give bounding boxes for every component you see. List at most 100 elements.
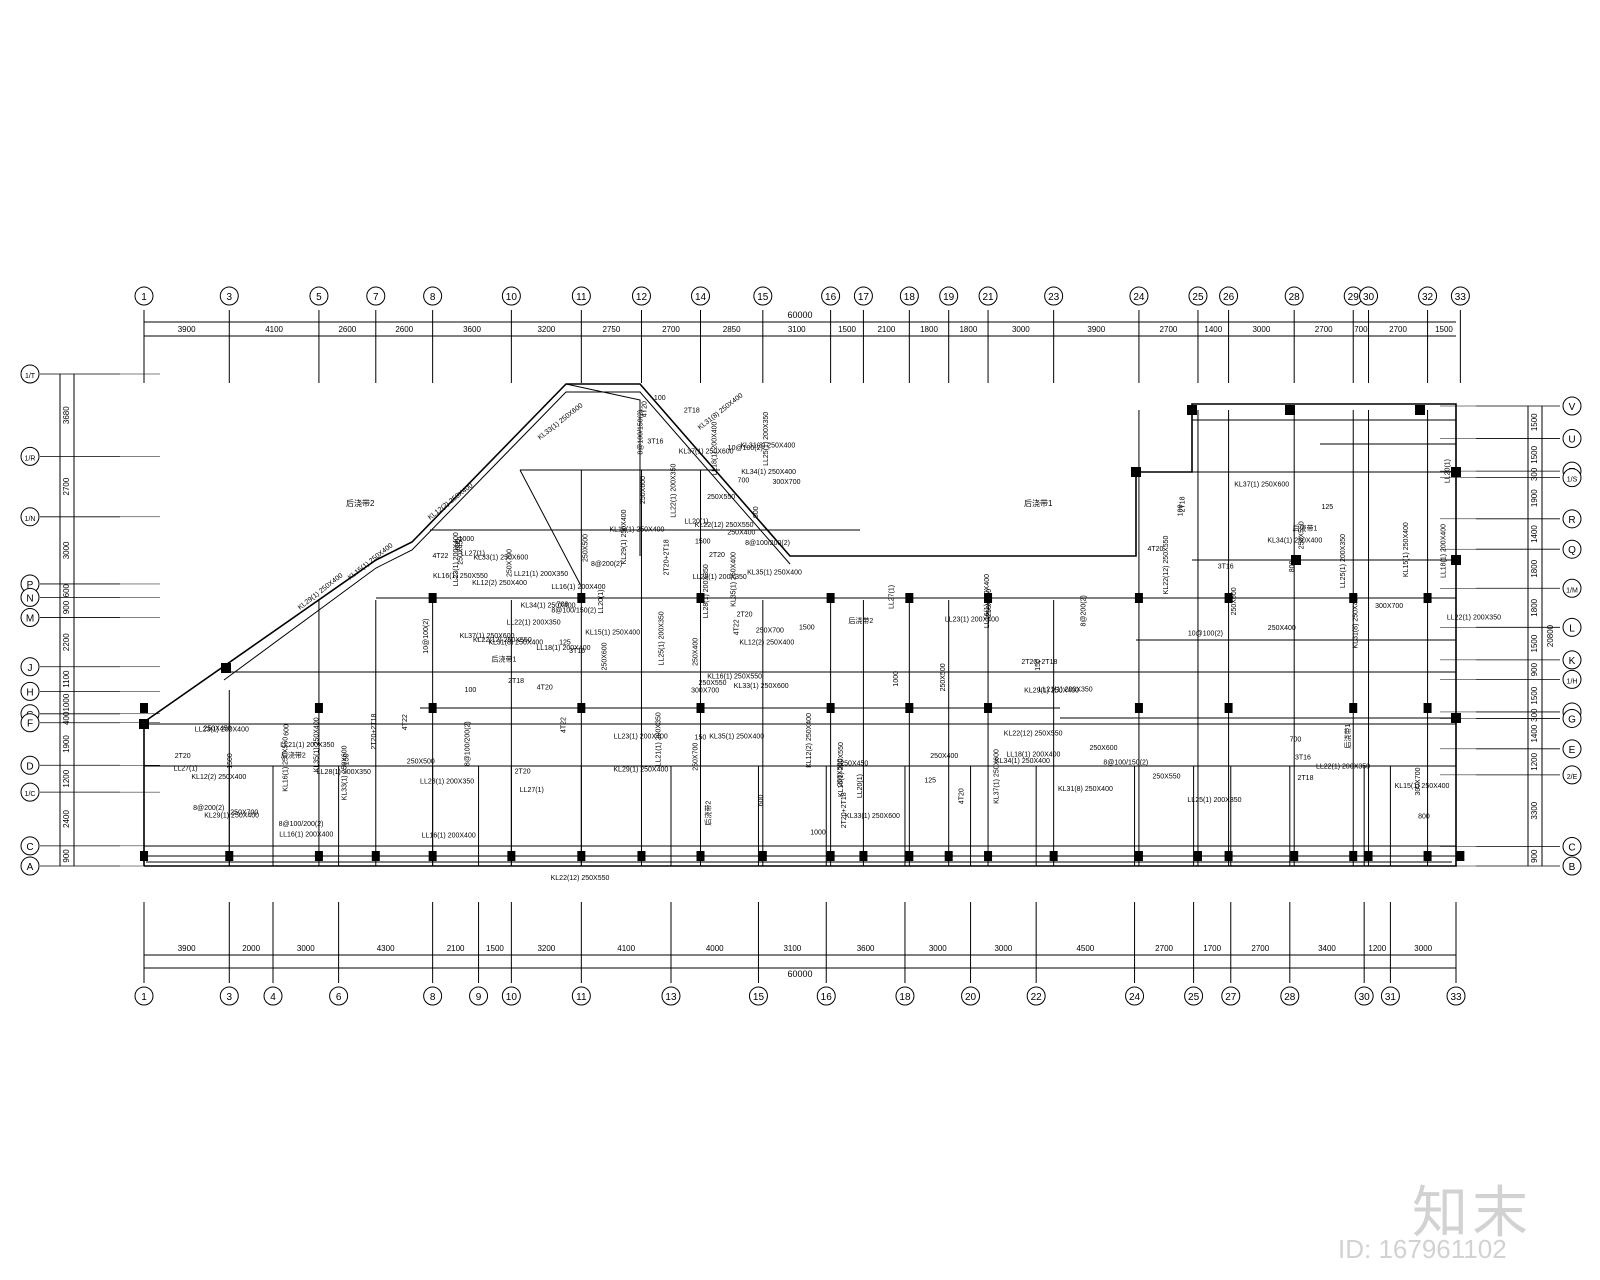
right-dim-label: 1900 [1530, 489, 1539, 507]
left-axis-bubble-N-label: N [26, 593, 33, 604]
bottom-axis-bubble-11 [571, 986, 591, 1006]
watermark-id: ID: 167961102 [1338, 1234, 1507, 1264]
roof-beam-label: KL12(2) 250X400 [427, 482, 475, 521]
beam-annotation: LL20(1) [857, 774, 864, 798]
right-total-dim: 20800 [1546, 624, 1555, 647]
right-dim-label: 1800 [1530, 598, 1539, 616]
right-dim-label: 1500 [1530, 445, 1539, 463]
right-axis-bubble-V-label: V [1569, 402, 1576, 413]
beam-annotation: 125 [924, 778, 936, 785]
right-axis-bubble-E [1562, 739, 1582, 759]
beam-annotation: 8@200(2) [1080, 595, 1087, 626]
left-axis-bubble-1/T [20, 364, 40, 384]
top-axis-bubble-17 [853, 286, 873, 306]
beam-annotation: KL37(1) 250X600 [460, 633, 515, 640]
beam-annotation: 250X450 [203, 725, 231, 732]
left-axis-bubble-J [20, 657, 40, 677]
beam-annotation: 125 [1321, 504, 1333, 511]
top-axis-bubble-15-label: 15 [757, 292, 769, 303]
top-dim-label: 3100 [788, 325, 806, 334]
top-axis-bubble-21 [978, 286, 998, 306]
beam-annotation: 250X550 [707, 494, 735, 501]
beam-annotation: 300X700 [1415, 767, 1422, 795]
column [1134, 703, 1143, 713]
beam-annotation: 300X700 [772, 479, 800, 486]
right-dim-label: 1500 [1530, 634, 1539, 652]
column [1456, 851, 1465, 861]
beam-annotation: 2T20 [515, 768, 531, 775]
bottom-axis-bubble-30-label: 30 [1359, 992, 1371, 1003]
beam-annotation: 8@200(2) [591, 561, 622, 568]
right-dim-label: 1200 [1530, 752, 1539, 770]
column [1423, 851, 1432, 861]
top-axis-bubble-18 [899, 286, 919, 306]
top-axis-bubble-11-label: 11 [576, 292, 587, 303]
top-dim-label: 2700 [1160, 325, 1178, 334]
top-dim-label: 3900 [178, 325, 196, 334]
bottom-axis-bubble-27 [1221, 986, 1241, 1006]
beam-annotation: KL22(12) 250X550 [1004, 731, 1063, 738]
right-axis-bubble-B [1562, 856, 1582, 876]
bottom-dim-label: 4500 [1076, 944, 1094, 953]
top-axis-bubble-16 [821, 286, 841, 306]
beam-annotation: 4T20 [1147, 546, 1163, 553]
left-axis-bubble-1/R [20, 446, 40, 466]
beam-annotation: 250X500 [583, 534, 590, 562]
right-axis-bubble-1/H-label: 1/H [1567, 678, 1578, 685]
bottom-axis-bubble-13-label: 13 [665, 992, 677, 1003]
bottom-axis-bubble-33-label: 33 [1450, 992, 1462, 1003]
beam-annotation: 1000 [810, 829, 826, 836]
left-axis-bubble-M [20, 608, 40, 628]
beam-annotation: 250X500 [837, 758, 844, 786]
roof-beam-label: KL33(1) 250X600 [537, 402, 585, 441]
bottom-dim-label: 4100 [617, 944, 635, 953]
beam-annotation: 250X700 [692, 743, 699, 771]
right-dim-label: 900 [1530, 662, 1539, 676]
top-axis-bubble-28-label: 28 [1289, 292, 1301, 303]
beam-annotation: 10@100(2) [423, 619, 430, 654]
axis-grid [120, 373, 1476, 867]
beam-annotation: 2T20 [737, 611, 753, 618]
beam-annotation: 800 [1289, 560, 1296, 572]
top-dim-label: 2750 [603, 325, 621, 334]
column [140, 703, 148, 713]
beam-annotation: KL16(1) 250X550 [838, 742, 845, 797]
column [507, 851, 516, 861]
bottom-axis-bubble-22-label: 22 [1031, 992, 1043, 1003]
column [1451, 713, 1461, 723]
bottom-dim-label: 3000 [929, 944, 947, 953]
column [1451, 555, 1461, 565]
beam-annotation: 250X700 [756, 628, 784, 635]
dimension-lines [40, 310, 1560, 983]
bottom-axis-bubble-1-label: 1 [141, 992, 147, 1003]
beam-annotation: 8@200(2) [193, 805, 224, 812]
beam-annotation: LL25(1) 200X350 [1187, 797, 1241, 804]
top-axis-bubble-7 [366, 286, 386, 306]
left-dim-label: 2400 [62, 810, 71, 828]
beam-annotation: LL27(1) [520, 787, 544, 794]
left-axis-bubble-P-label: P [27, 580, 34, 591]
bottom-dim-label: 1700 [1203, 944, 1221, 953]
left-axis-bubble-A [20, 856, 40, 876]
beam-annotation: 300X700 [691, 688, 719, 695]
bottom-axis-bubble-10-label: 10 [506, 992, 518, 1003]
beam-annotation: 2T18 [1298, 775, 1314, 782]
beam-annotation: 2T20+2T18 [664, 539, 671, 575]
right-axis-bubble-K-label: K [1569, 656, 1576, 667]
beam-annotation: 2T20 [175, 753, 191, 760]
beam-annotation: LL23(1) 200X400 [614, 733, 668, 740]
bottom-axis-bubble-3-label: 3 [226, 992, 232, 1003]
bottom-axis-bubble-6-label: 6 [336, 992, 342, 1003]
top-axis-bubble-33 [1450, 286, 1470, 306]
top-dim-label: 2850 [723, 325, 741, 334]
right-axis-bubble-U-label: U [1568, 435, 1575, 446]
beam-annotation: LL23(1) 200X400 [195, 726, 249, 733]
column [1290, 851, 1299, 861]
beam-annotation: LL21(1) 200X350 [1039, 686, 1093, 693]
left-dim-label: 1100 [62, 670, 71, 688]
right-dim-label: 1400 [1530, 525, 1539, 543]
beam-annotation: 后浇带1 [1343, 724, 1352, 749]
column [1134, 851, 1143, 861]
beam-annotation: 250X600 [601, 642, 608, 670]
